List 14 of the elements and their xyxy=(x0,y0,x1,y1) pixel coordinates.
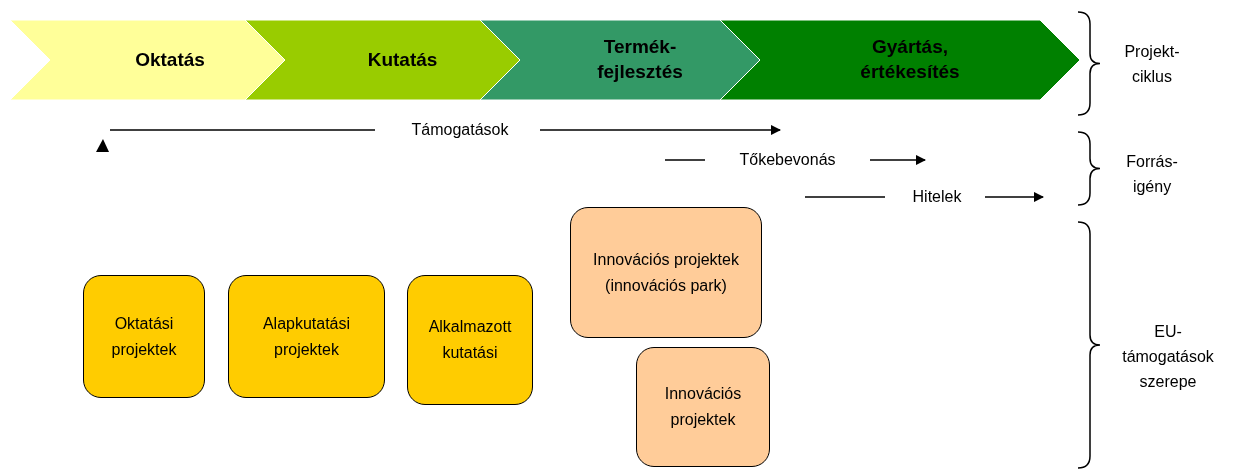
phase-label: Kutatás xyxy=(367,47,438,72)
project-box xyxy=(407,275,533,405)
box-text: Alkalmazott kutatási xyxy=(427,317,513,363)
phase-label: Gyártás, értékesítés xyxy=(859,35,961,84)
box-text: Innovációs projektek (innovációs park) xyxy=(592,249,740,296)
phase-label: Termék- fejlesztés xyxy=(596,35,684,84)
project-box xyxy=(570,207,762,338)
project-box xyxy=(228,275,385,398)
box-text: Alapkutatási projektek xyxy=(261,313,352,360)
project-box xyxy=(83,275,205,398)
box-text: Oktatási projektek xyxy=(110,313,178,360)
project-box xyxy=(636,347,770,467)
box-text: Innovációs projektek xyxy=(663,384,743,430)
phase-label: Oktatás xyxy=(135,47,205,72)
